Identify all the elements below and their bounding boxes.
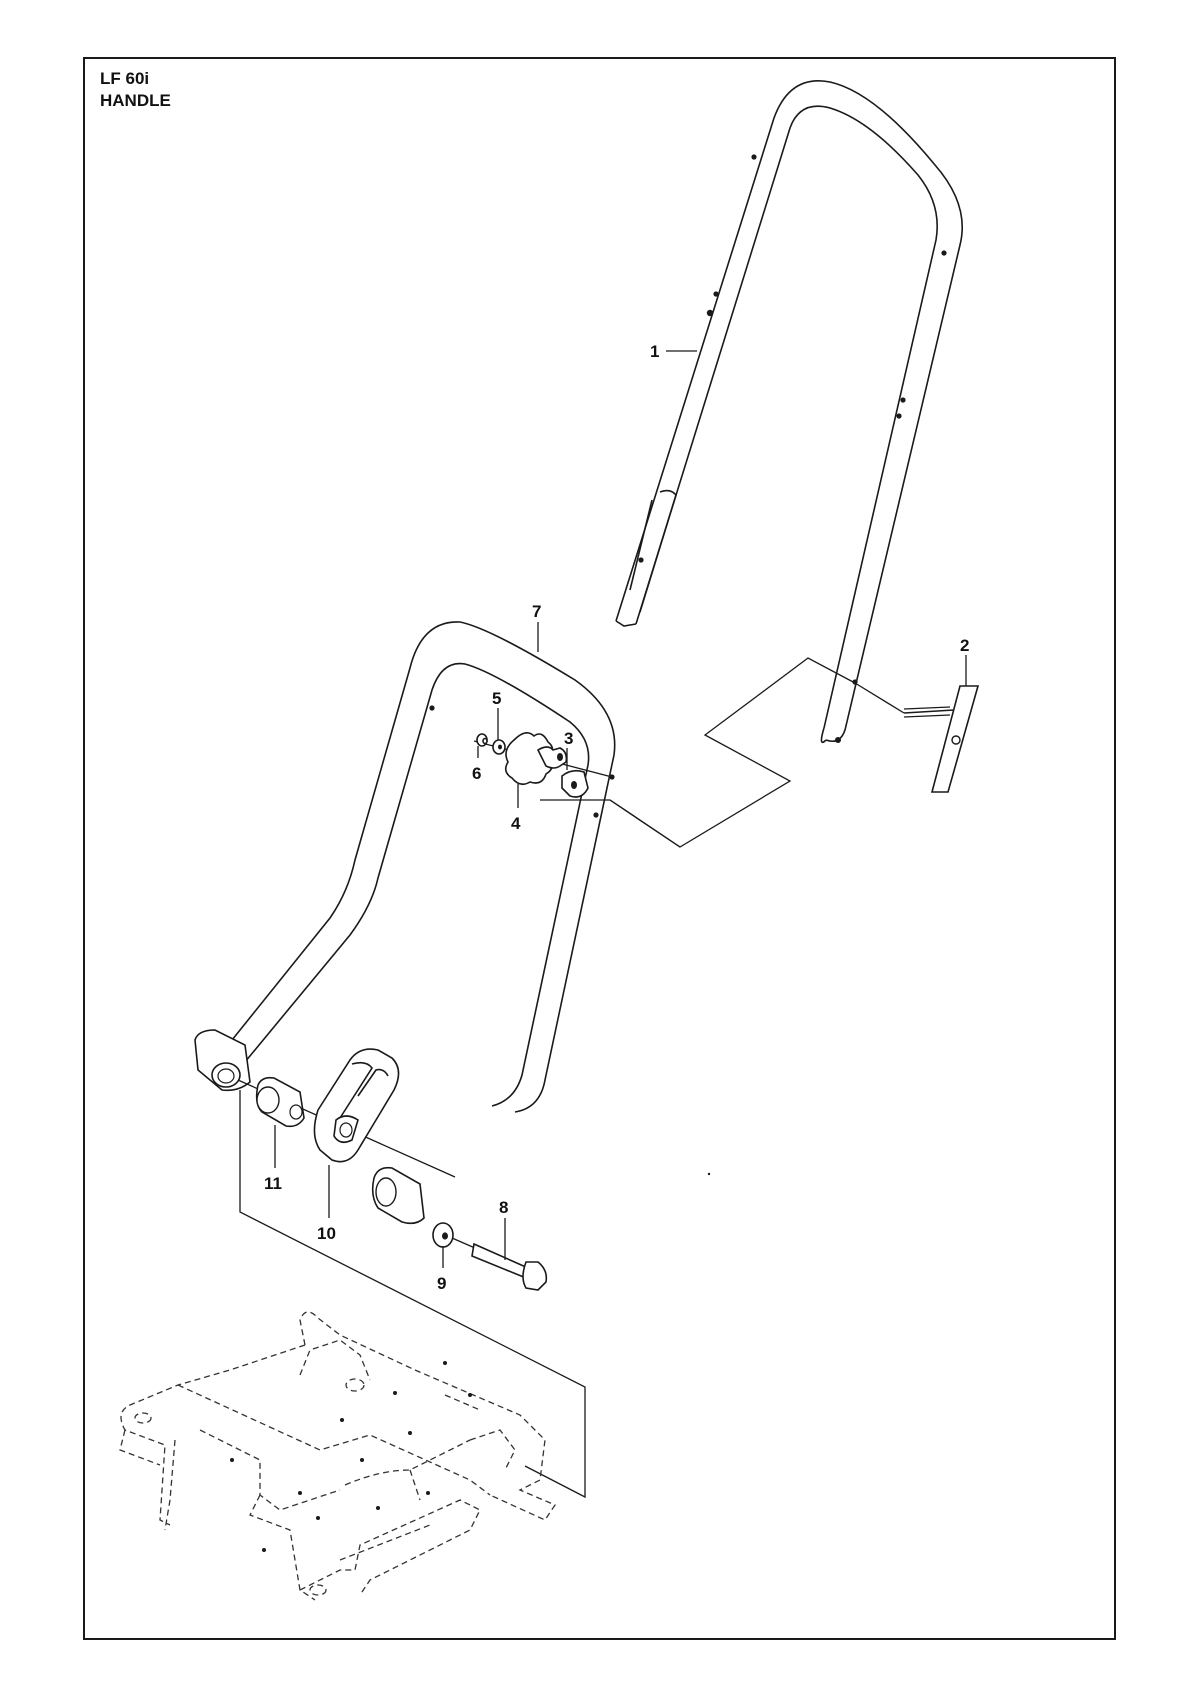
upper-handle-part-1: [615, 80, 963, 744]
lower-handle-part-7: [227, 621, 616, 1113]
pivot-assembly: [194, 1029, 548, 1291]
base-reference-plate: [239, 1090, 586, 1499]
damper-block-part-10: [313, 1048, 400, 1163]
base-plate-phantom: [119, 1311, 556, 1601]
callout-4: 4: [511, 814, 521, 833]
assembly-reference-plate: [609, 657, 856, 848]
callout-10: 10: [317, 1224, 336, 1243]
callout-1: 1: [650, 342, 659, 361]
leader-lines: [274, 350, 967, 1268]
drawing-frame: [83, 57, 1116, 1640]
callout-11: 11: [264, 1174, 282, 1193]
locking-pin-part-2: [854, 682, 980, 793]
stray-dot: [707, 1172, 711, 1176]
callout-labels: 1 2 3 4 5 6 7 8 9 10 11: [264, 342, 969, 1293]
callout-9: 9: [437, 1274, 446, 1293]
leader-line-assembly: [540, 799, 681, 848]
star-knob-part-4: [504, 732, 554, 786]
callout-5: 5: [492, 689, 501, 708]
model-title: LF 60i: [100, 69, 150, 88]
title-block: LF 60i HANDLE: [100, 68, 171, 112]
callout-6: 6: [472, 764, 481, 783]
callout-3: 3: [564, 729, 573, 748]
section-title: HANDLE: [100, 91, 171, 110]
callout-8: 8: [499, 1198, 508, 1217]
callout-2: 2: [960, 636, 969, 655]
bolt-part-8: [471, 1242, 529, 1280]
callout-7: 7: [532, 602, 541, 621]
knob-assembly: [473, 732, 613, 798]
